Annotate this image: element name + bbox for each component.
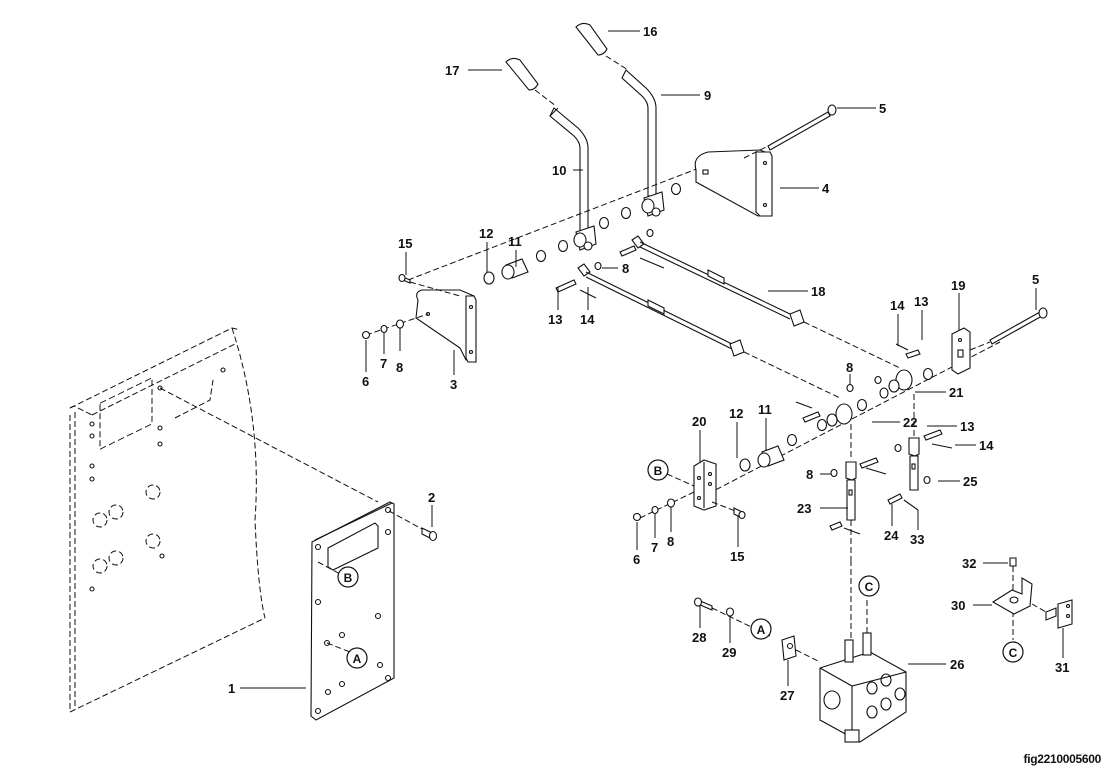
knob-17 [505,57,557,107]
ref-marker-A-valve: A [750,618,772,640]
rod-pins [555,228,665,299]
svg-text:A: A [757,623,766,637]
left-bracket [415,289,477,363]
callout-4: 4 [822,181,830,196]
ref-marker-B-plate: B [317,561,359,588]
callout-14-upper: 14 [890,298,905,313]
callout-28: 28 [692,630,706,645]
callout-1: 1 [228,681,235,696]
callout-labels: 1 2 3 4 5 5 6 6 7 7 8 8 8 8 8 9 10 11 11… [228,24,1069,703]
figure-id: fig2210005600 [1023,752,1102,766]
bellcrank-pins [795,343,921,423]
lower-shaft-axis [699,341,1001,499]
alignment-line [159,387,379,503]
svg-text:C: C [865,580,874,594]
upper-shaft-parts [483,182,682,285]
callout-26: 26 [950,657,964,672]
valve-hardware [693,597,821,663]
mounting-plate [310,501,395,721]
callout-9: 9 [704,88,711,103]
left-bracket-hardware [361,273,461,340]
callout-3: 3 [450,377,457,392]
clevis-right [887,394,953,511]
callout-2: 2 [428,490,435,505]
ref-marker-A-plate: A [326,642,368,669]
callout-5-upper: 5 [879,101,886,116]
callout-8-rod: 8 [622,261,629,276]
svg-text:B: B [344,571,353,585]
linkage-rod-lower [577,263,841,399]
right-bracket [694,149,773,217]
callout-13-rod: 13 [548,312,562,327]
callout-22: 22 [903,415,917,430]
linkage-rod-upper [631,235,901,369]
callout-15-lower: 15 [730,549,744,564]
ref-marker-C-valve: C [858,575,880,597]
callout-14-rod: 14 [580,312,595,327]
background-panel [69,327,266,713]
callout-20: 20 [692,414,706,429]
callout-21: 21 [949,385,963,400]
clevis-23 [829,424,887,560]
callout-31: 31 [1055,660,1069,675]
callout-7-lower: 7 [651,540,658,555]
callout-5-lower: 5 [1032,272,1039,287]
bracket-19 [951,327,971,375]
svg-text:C: C [1009,646,1018,660]
callout-33: 33 [910,532,924,547]
lever-9 [621,69,657,197]
callout-16: 16 [643,24,657,39]
callout-19: 19 [951,278,965,293]
left-lower-hardware [632,491,746,522]
bolt-2 [388,510,438,542]
callout-18: 18 [811,284,825,299]
callout-30: 30 [951,598,965,613]
callout-13-upper: 13 [914,294,928,309]
callout-10: 10 [552,163,566,178]
bracket-20 [693,459,717,511]
ref-marker-B-bracket: B [647,459,695,487]
callout-12-lower: 12 [729,406,743,421]
lower-shaft-parts [739,367,934,472]
callout-32: 32 [962,556,976,571]
callout-15-left: 15 [398,236,412,251]
callout-7-left: 7 [380,356,387,371]
svg-text:A: A [353,652,362,666]
callout-11-lower: 11 [758,402,772,417]
callout-8-clevis: 8 [806,467,813,482]
callout-6-left: 6 [362,374,369,389]
callout-11-upper: 11 [508,234,522,249]
callout-13-right: 13 [960,419,974,434]
ref-marker-C-switch: C [1002,641,1024,663]
control-valve [819,560,907,743]
knob-16 [575,22,629,71]
callout-24: 24 [884,528,899,543]
callout-8-left: 8 [396,360,403,375]
callout-23: 23 [797,501,811,516]
switch-assembly [991,557,1073,640]
callout-6-lower: 6 [633,552,640,567]
callout-8-bellcrank: 8 [846,360,853,375]
callout-14-right: 14 [979,438,994,453]
callout-25: 25 [963,474,977,489]
callout-17: 17 [445,63,459,78]
callout-12-upper: 12 [479,226,493,241]
upper-shaft-axis [407,159,721,281]
svg-text:B: B [654,464,663,478]
long-bolt-upper [743,104,837,159]
callout-8-lower: 8 [667,534,674,549]
callout-27: 27 [780,688,794,703]
long-bolt-lower [969,307,1048,351]
callout-29: 29 [722,645,736,660]
leader-lines [240,30,1064,689]
